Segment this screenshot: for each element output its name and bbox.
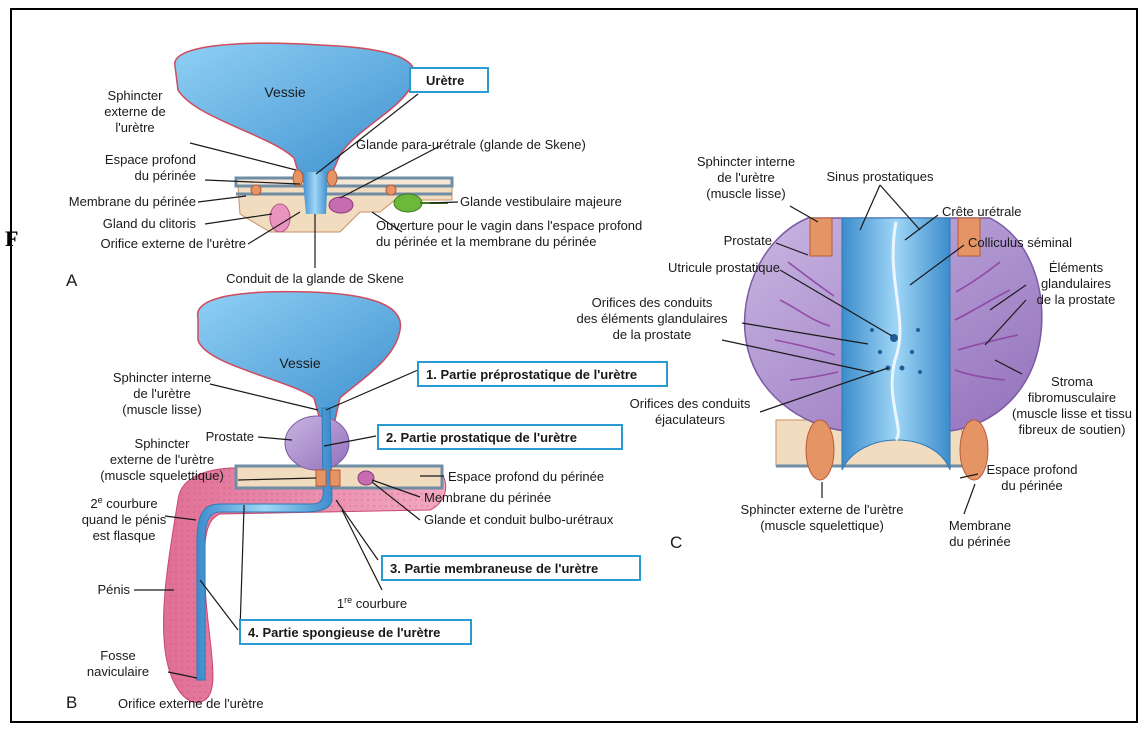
glandular-3: de la prostate bbox=[1037, 292, 1116, 307]
gland-orifices-2: des éléments glandulaires bbox=[576, 311, 728, 326]
panel-c-label: C bbox=[670, 533, 682, 552]
bulbo-glands-label: Glande et conduit bulbo-urétraux bbox=[424, 512, 614, 527]
urethra-c bbox=[842, 218, 950, 470]
fossa-1: Fosse bbox=[100, 648, 135, 663]
urethra-a bbox=[302, 172, 328, 214]
ext-sphincter-c bbox=[806, 420, 834, 480]
ext-sphincter-c-1: Sphincter externe de l'urètre bbox=[741, 502, 904, 517]
perineal-membrane-a bbox=[236, 178, 452, 186]
bladder-label-a: Vessie bbox=[264, 84, 305, 100]
prostate-label-b: Prostate bbox=[206, 429, 254, 444]
stroma-1: Stroma bbox=[1051, 374, 1094, 389]
prostate-label-c: Prostate bbox=[724, 233, 772, 248]
penis-label: Pénis bbox=[97, 582, 130, 597]
bulbourethral-gland bbox=[358, 471, 374, 485]
colliculus-label: Colliculus séminal bbox=[968, 235, 1072, 250]
deep-space-c-2: du périnée bbox=[1001, 478, 1062, 493]
membrane-c-2: du périnée bbox=[949, 534, 1010, 549]
crest-label: Crête urétrale bbox=[942, 204, 1021, 219]
part3-label: 3. Partie membraneuse de l'urètre bbox=[390, 561, 598, 576]
bladder-a bbox=[175, 43, 415, 178]
figure-b: Vessie Sphincter interne de l'urètre (mu… bbox=[66, 292, 667, 712]
urethra-box-label: Urètre bbox=[426, 73, 464, 88]
vaginal-opening-2: du périnée et la membrane du périnée bbox=[376, 234, 596, 249]
gland-orifices-1: Orifices des conduits bbox=[592, 295, 713, 310]
deep-space-a-1: Espace profond bbox=[105, 152, 196, 167]
ext-orifice-a: Orifice externe de l'urètre bbox=[100, 236, 246, 251]
vestibular-gland bbox=[394, 194, 422, 212]
part2-label: 2. Partie prostatique de l'urètre bbox=[386, 430, 577, 445]
ext-sphincter-b-3: (muscle squelettique) bbox=[100, 468, 224, 483]
int-sphincter-c-1: Sphincter interne bbox=[697, 154, 795, 169]
ext-orifice-b: Orifice externe de l'urètre bbox=[118, 696, 264, 711]
int-sphincter-c-2: de l'urètre bbox=[717, 170, 774, 185]
ejac-orifices-1: Orifices des conduits bbox=[630, 396, 751, 411]
sinus-label: Sinus prostatiques bbox=[827, 169, 934, 184]
bladder-label-b: Vessie bbox=[279, 355, 320, 371]
perineal-membrane-a: Membrane du périnée bbox=[69, 194, 196, 209]
ext-sphincter-a-1: Sphincter bbox=[108, 88, 164, 103]
int-sphincter-b-2: de l'urètre bbox=[133, 386, 190, 401]
clitoris-glans bbox=[270, 204, 290, 232]
fossa-2: naviculaire bbox=[87, 664, 149, 679]
ext-sphincter-a-2: externe de bbox=[104, 104, 165, 119]
curve2-3: est flasque bbox=[93, 528, 156, 543]
panel-b-label: B bbox=[66, 693, 77, 712]
ext-sphincter-c-2: (muscle squelettique) bbox=[760, 518, 884, 533]
deep-space-a-2: du périnée bbox=[135, 168, 196, 183]
stroma-3: (muscle lisse et tissu bbox=[1012, 406, 1132, 421]
figure-a: Vessie Urètre Sphincter externe de l'urè… bbox=[66, 43, 642, 290]
deep-space-c-1: Espace profond bbox=[986, 462, 1077, 477]
part1-label: 1. Partie préprostatique de l'urètre bbox=[426, 367, 637, 382]
perineal-membrane-b: Membrane du périnée bbox=[424, 490, 551, 505]
skene-gland bbox=[329, 197, 353, 213]
curve2-2: quand le pénis bbox=[82, 512, 167, 527]
stroma-4: fibreux de soutien) bbox=[1019, 422, 1126, 437]
skene-duct-label: Conduit de la glande de Skene bbox=[226, 271, 404, 286]
ejac-orifices-2: éjaculateurs bbox=[655, 412, 726, 427]
glandular-2: glandulaires bbox=[1041, 276, 1112, 291]
figure-c: Sphincter interne de l'urètre (muscle li… bbox=[576, 154, 1131, 552]
glandular-1: Éléments bbox=[1049, 260, 1104, 275]
curve1-label: 1re courbure bbox=[337, 595, 407, 611]
ext-sphincter-b-1: Sphincter bbox=[135, 436, 191, 451]
int-sphincter-b-1: Sphincter interne bbox=[113, 370, 211, 385]
skene-gland-label: Glande para-urétrale (glande de Skene) bbox=[356, 137, 586, 152]
int-sphincter-c-3: (muscle lisse) bbox=[706, 186, 785, 201]
gland-orifices-3: de la prostate bbox=[613, 327, 692, 342]
int-sphincter-c bbox=[810, 218, 832, 256]
part4-label: 4. Partie spongieuse de l'urètre bbox=[248, 625, 440, 640]
vaginal-opening-1: Ouverture pour le vagin dans l'espace pr… bbox=[376, 218, 642, 233]
int-sphincter-b-3: (muscle lisse) bbox=[122, 402, 201, 417]
curve2-1: 2e courbure bbox=[90, 495, 157, 511]
deep-space-b: Espace profond du périnée bbox=[448, 469, 604, 484]
utricle-label: Utricule prostatique bbox=[668, 260, 780, 275]
membrane-c-1: Membrane bbox=[949, 518, 1011, 533]
clitoris-label: Gland du clitoris bbox=[103, 216, 197, 231]
stroma-2: fibromusculaire bbox=[1028, 390, 1116, 405]
ext-sphincter-a-3: l'urètre bbox=[115, 120, 154, 135]
vestibular-gland-label: Glande vestibulaire majeure bbox=[460, 194, 622, 209]
ext-sphincter-b-2: externe de l'urètre bbox=[110, 452, 214, 467]
panel-a-label: A bbox=[66, 271, 78, 290]
